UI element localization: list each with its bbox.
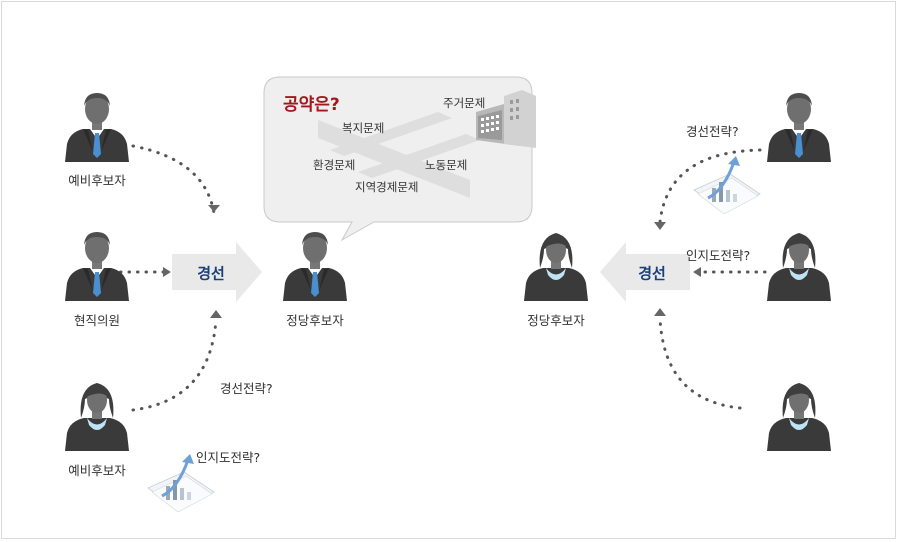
dotted-path-right-bottom xyxy=(658,316,742,410)
arrow-right-main xyxy=(600,242,690,302)
bubble-item-labor: 노동문제 xyxy=(425,158,468,172)
bubble-item-environment: 환경문제 xyxy=(313,158,356,172)
annotation-right-recognition: 인지도전략? xyxy=(686,248,751,263)
person-icon-left-top xyxy=(65,93,129,162)
building-icon xyxy=(476,90,536,148)
bubble-title: 공약은? xyxy=(283,95,340,115)
dotted-path-left-bottom xyxy=(131,318,218,412)
person-label-left-top: 예비후보자 xyxy=(68,173,126,188)
person-icon-center-left xyxy=(283,232,347,301)
person-label-left-bottom: 예비후보자 xyxy=(68,463,126,478)
person-icon-right-bottom xyxy=(767,383,831,451)
person-icon-right-top xyxy=(767,93,831,162)
bubble-item-housing: 주거문제 xyxy=(443,96,486,110)
dotted-path-left-top xyxy=(131,144,216,215)
bubble-item-welfare: 복지문제 xyxy=(342,121,385,135)
bubble-item-regional-economy: 지역경제문제 xyxy=(355,180,419,194)
annotation-left-strategy: 경선전략? xyxy=(220,381,273,396)
person-label-center-left: 정당후보자 xyxy=(286,313,344,328)
speech-bubble xyxy=(263,76,536,242)
person-icon-right-mid xyxy=(767,233,831,301)
annotation-left-recognition: 인지도전략? xyxy=(196,450,261,465)
person-icon-center-right xyxy=(524,233,588,301)
arrow-label-right: 경선 xyxy=(638,264,666,283)
person-icon-left-mid xyxy=(65,232,129,301)
person-icon-left-bottom xyxy=(65,383,129,451)
annotation-right-strategy: 경선전략? xyxy=(686,124,739,139)
person-label-left-mid: 현직의원 xyxy=(73,313,121,328)
person-label-center-right: 정당후보자 xyxy=(527,313,585,328)
chart-icon-right xyxy=(692,154,762,216)
arrow-label-left: 경선 xyxy=(197,264,225,283)
arrow-left-main xyxy=(172,242,262,302)
